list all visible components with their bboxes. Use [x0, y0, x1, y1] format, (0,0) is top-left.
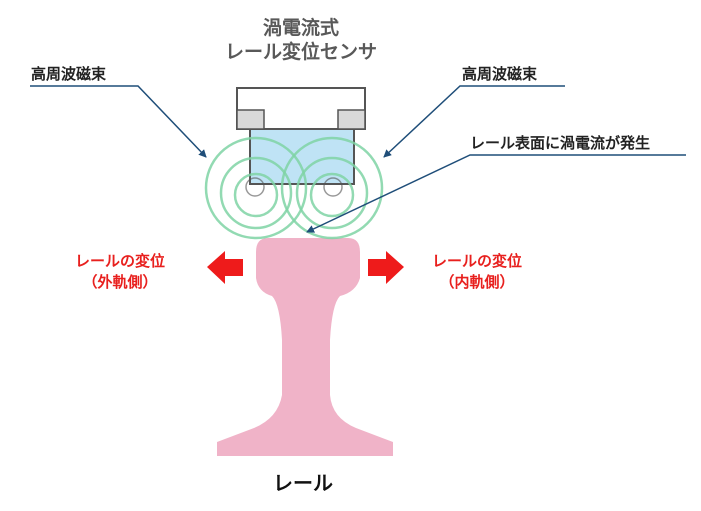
flux-ring — [219, 156, 293, 230]
rail-label: レール — [273, 471, 333, 495]
flux-ring — [233, 172, 279, 218]
sensor-tab-right — [337, 109, 366, 130]
sensor-title: 渦電流式 レール変位センサ — [221, 16, 381, 64]
flux-ring — [295, 156, 369, 230]
sensor-tab-left — [236, 109, 265, 130]
sensor-title-line1: 渦電流式 — [262, 17, 339, 39]
eddy-current-label: レール表面に渦電流が発生 — [470, 134, 651, 152]
flux-ring — [309, 172, 355, 218]
flux-label-right: 高周波磁束 — [462, 65, 538, 83]
leader-lines — [30, 85, 686, 233]
inner-displacement-label: レールの変位 （内軌側） — [412, 251, 542, 293]
flux-ring — [204, 136, 308, 240]
leader-flux-right — [383, 85, 565, 158]
flux-ring — [245, 177, 265, 197]
leader-flux-left — [30, 85, 207, 158]
inner-displacement-line1: レールの変位 — [431, 252, 522, 270]
outer-displacement-label: レールの変位 （外軌側） — [55, 251, 185, 293]
flux-ring — [280, 136, 384, 240]
inner-displacement-line2: （内軌側） — [439, 273, 515, 291]
flux-ring — [323, 177, 343, 197]
rail-shape — [217, 238, 393, 456]
outer-displacement-line2: （外軌側） — [82, 273, 158, 291]
sensor-title-line2: レール変位センサ — [224, 41, 377, 63]
leader-eddy-current — [306, 154, 686, 233]
arrow-left — [207, 251, 243, 284]
flux-rings — [204, 136, 384, 240]
sensor-head — [236, 87, 366, 185]
outer-displacement-line1: レールの変位 — [74, 252, 165, 270]
flux-label-left: 高周波磁束 — [31, 65, 107, 83]
arrow-right — [368, 251, 404, 284]
